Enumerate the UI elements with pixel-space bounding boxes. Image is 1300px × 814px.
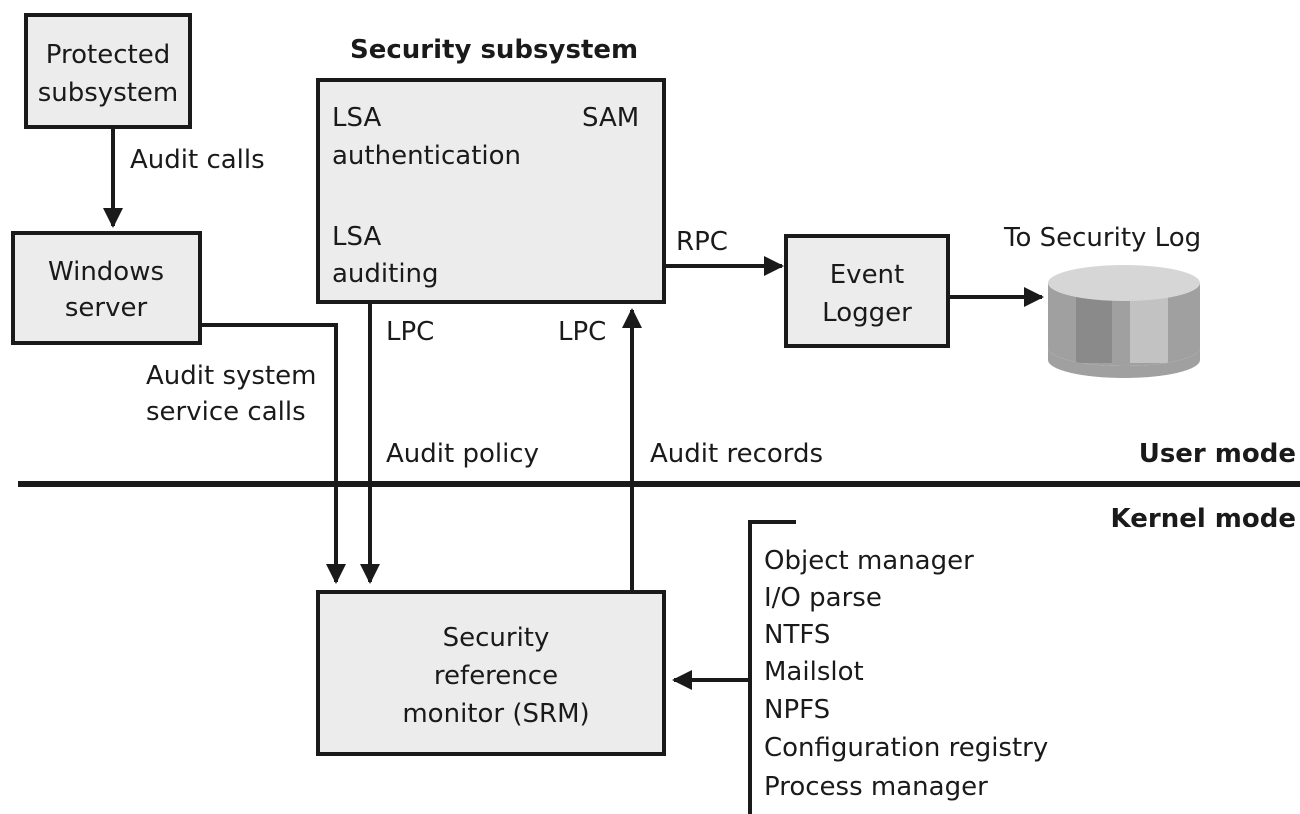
audit-records-label: Audit records bbox=[650, 439, 823, 469]
event-logger-label-1: Event bbox=[830, 260, 904, 290]
kernel-component-item: NTFS bbox=[764, 620, 830, 650]
security-log-database-icon bbox=[1048, 265, 1200, 378]
srm-label-1: Security bbox=[443, 623, 550, 653]
lsa-authentication-label-1: LSA bbox=[332, 103, 381, 133]
windows-server-label-1: Windows bbox=[48, 257, 164, 287]
kernel-component-item: Mailslot bbox=[764, 657, 864, 687]
rpc-label: RPC bbox=[676, 227, 728, 257]
windows-server-label-2: server bbox=[65, 293, 148, 323]
srm-box: Security reference monitor (SRM) bbox=[316, 590, 666, 756]
lsa-auditing-label-1: LSA bbox=[332, 222, 381, 252]
security-log-label: To Security Log bbox=[1003, 223, 1201, 253]
audit-policy-label: Audit policy bbox=[386, 439, 539, 469]
user-mode-label: User mode bbox=[1139, 439, 1296, 469]
security-subsystem-title: Security subsystem bbox=[350, 35, 638, 65]
event-logger-box: Event Logger bbox=[784, 234, 950, 348]
lsa-auditing-label-2: auditing bbox=[332, 259, 439, 289]
srm-label-2: reference bbox=[434, 661, 558, 691]
sam-label: SAM bbox=[582, 103, 639, 133]
kernel-component-item: Process manager bbox=[764, 772, 988, 802]
audit-system-service-calls-label-2: service calls bbox=[146, 397, 306, 427]
security-subsystem-box: LSA authentication SAM LSA auditing bbox=[316, 78, 666, 304]
kernel-mode-label: Kernel mode bbox=[1111, 504, 1296, 534]
lpc-right-label: LPC bbox=[558, 317, 606, 347]
protected-subsystem-label-1: Protected bbox=[46, 40, 170, 70]
kernel-component-item: Object manager bbox=[764, 546, 974, 576]
windows-server-box: Windows server bbox=[11, 231, 202, 345]
kernel-components-bracket bbox=[748, 520, 796, 814]
lsa-authentication-label-2: authentication bbox=[332, 141, 521, 171]
kernel-component-item: I/O parse bbox=[764, 583, 882, 613]
kernel-component-item: NPFS bbox=[764, 695, 830, 725]
srm-label-3: monitor (SRM) bbox=[402, 699, 589, 729]
protected-subsystem-label-2: subsystem bbox=[38, 78, 179, 108]
lpc-left-label: LPC bbox=[386, 317, 434, 347]
event-logger-label-2: Logger bbox=[822, 298, 912, 328]
audit-system-service-calls-label-1: Audit system bbox=[146, 361, 316, 391]
kernel-component-item: Configuration registry bbox=[764, 733, 1048, 763]
protected-subsystem-box: Protected subsystem bbox=[24, 13, 192, 129]
audit-system-service-calls-arrow bbox=[200, 323, 346, 584]
kernel-components-list: Object manager I/O parse NTFS Mailslot N… bbox=[764, 546, 1048, 802]
audit-calls-label: Audit calls bbox=[130, 145, 265, 175]
